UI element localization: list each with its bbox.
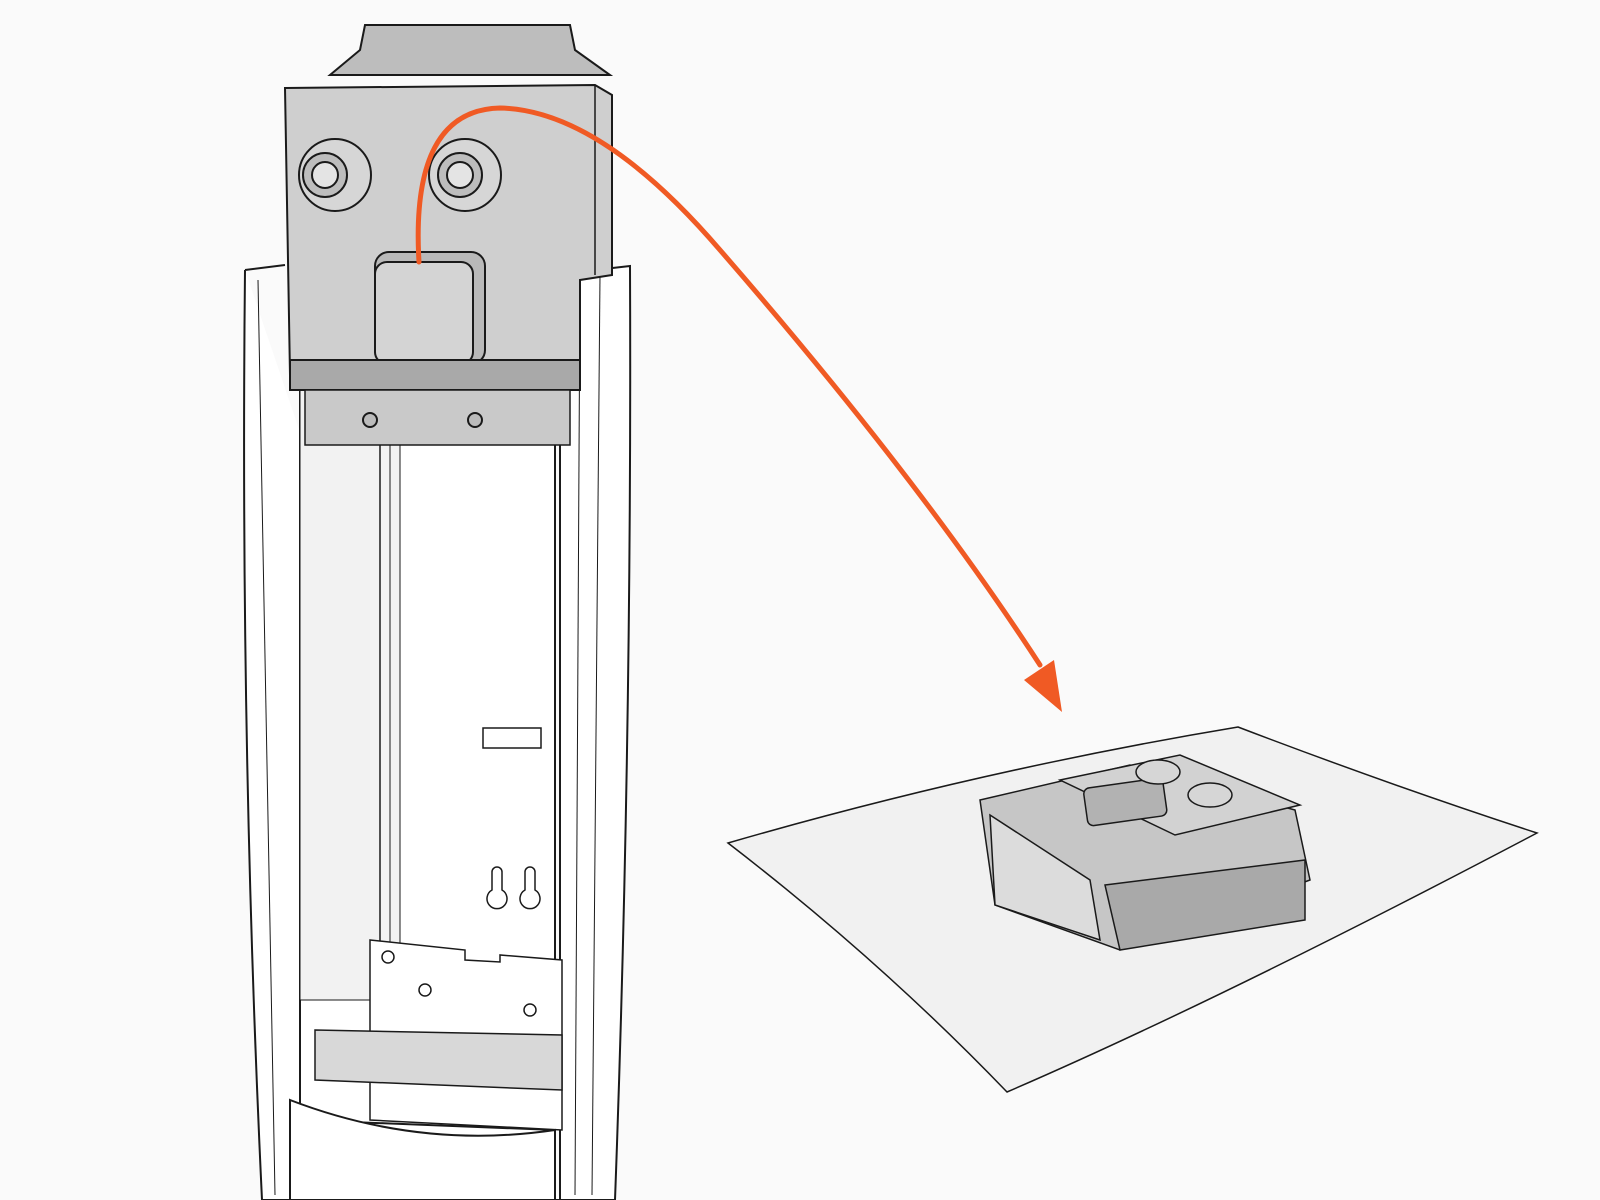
module-top-cap xyxy=(327,24,614,76)
back-panel-shade xyxy=(299,379,401,1001)
arrow-head xyxy=(1024,660,1062,712)
cable-gland-left xyxy=(298,138,372,212)
bottom-cover xyxy=(289,1098,556,1200)
curved-arrow-icon xyxy=(415,105,1062,712)
arrow-path xyxy=(415,105,1043,668)
sheet-with-module xyxy=(726,726,1539,1093)
keyhole-slot xyxy=(486,866,508,910)
label-slot xyxy=(482,727,542,749)
column-housing xyxy=(243,264,632,1200)
keyhole-slot xyxy=(519,866,541,910)
electronics-module xyxy=(283,24,614,446)
mesh-filter xyxy=(314,1029,563,1091)
cable-gland-right xyxy=(428,138,502,212)
module-rail xyxy=(289,359,581,391)
removed-module xyxy=(979,754,1311,951)
